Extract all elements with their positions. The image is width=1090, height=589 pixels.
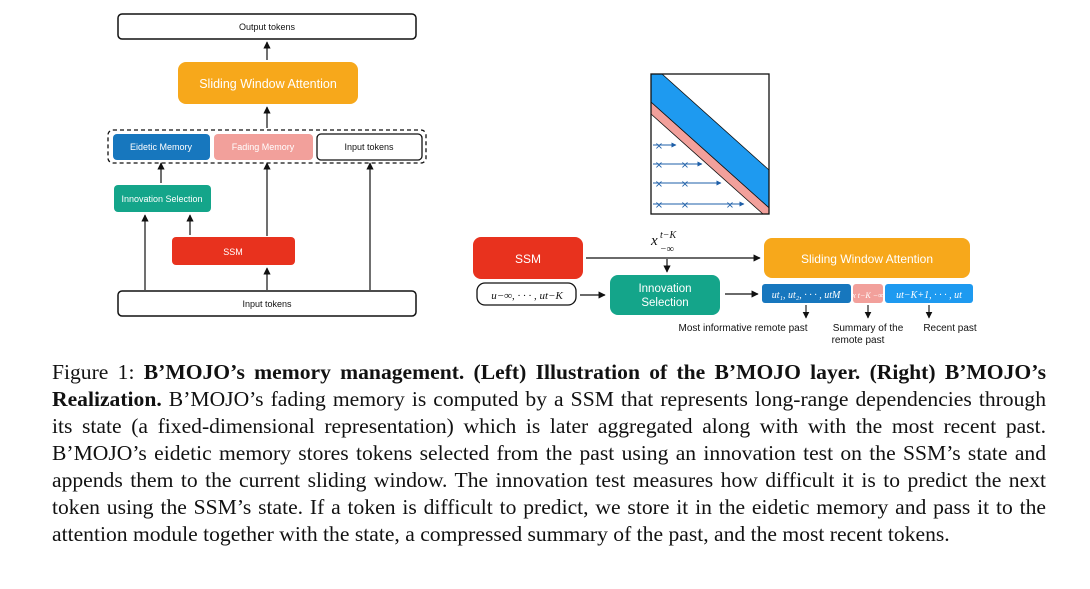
figure-caption: Figure 1: B’MOJO’s memory management. (L…: [52, 359, 1046, 548]
sliding-window-attention-box: [178, 62, 358, 104]
ssm-label-right: SSM: [515, 252, 541, 266]
summary-label: x t−K −∞: [851, 291, 884, 300]
label-remote: Most informative remote past: [679, 323, 808, 334]
eidetic-cross-marks: × × × × × × × ×: [655, 141, 734, 211]
sequence-input-label: u−∞, · · · , ut−K: [491, 290, 563, 302]
caption-bold: B’MOJO’s memory management. (Left) Illus…: [52, 360, 1046, 411]
remote-tokens-segment: [762, 284, 851, 303]
fading-memory-box: [214, 134, 313, 160]
ssm-label: SSM: [223, 247, 243, 257]
figure-diagram: Output tokens Sliding Window Attention E…: [107, 13, 977, 346]
fading-memory-label: Fading Memory: [232, 142, 295, 152]
svg-text:−∞: −∞: [660, 244, 674, 255]
ssm-box-right: [473, 237, 583, 279]
svg-text:×: ×: [655, 200, 663, 211]
eidetic-memory-label: Eidetic Memory: [130, 142, 193, 152]
caption-prefix: Figure 1:: [52, 360, 144, 384]
label-recent: Recent past: [923, 323, 977, 334]
attention-matrix: × × × × × × × ×: [650, 73, 770, 215]
ssm-box: [172, 237, 295, 265]
svg-text:×: ×: [655, 141, 663, 152]
innovation-selection-label-right-2: Selection: [641, 297, 688, 309]
svg-text:×: ×: [655, 160, 663, 171]
svg-text:×: ×: [681, 160, 689, 171]
remote-tokens-label: ut₁, ut₂, · · · , utM: [772, 290, 841, 301]
label-summary-1: Summary of the: [833, 323, 904, 334]
output-tokens-box: [117, 13, 417, 40]
output-tokens-label: Output tokens: [239, 22, 296, 32]
innovation-selection-box: [114, 185, 211, 212]
innovation-selection-label-right-1: Innovation: [638, 283, 691, 295]
sliding-window-attention-label-right: Sliding Window Attention: [801, 252, 933, 266]
sequence-input-box: [476, 282, 577, 306]
svg-text:t−K: t−K: [660, 230, 678, 241]
label-summary-2: remote past: [832, 335, 885, 346]
innovation-selection-label: Innovation Selection: [121, 194, 202, 204]
sliding-window-attention-label: Sliding Window Attention: [199, 77, 337, 91]
input-tokens-box: [117, 290, 417, 317]
summary-segment: [853, 284, 883, 303]
attention-matrix-frame: [650, 73, 770, 215]
caption-body: B’MOJO’s fading memory is computed by a …: [52, 387, 1046, 546]
input-tokens-window-label: Input tokens: [344, 142, 394, 152]
recent-tokens-label: ut−K+1, · · · , ut: [896, 290, 962, 301]
right-diagram: × × × × × × × × x t−K −∞ SSM Sliding Window …: [473, 73, 977, 346]
input-tokens-window-box: [316, 133, 423, 161]
input-tokens-label: Input tokens: [242, 299, 292, 309]
left-diagram: Output tokens Sliding Window Attention E…: [107, 13, 427, 317]
sliding-window-attention-box-right: [764, 238, 970, 278]
eidetic-rows: [653, 142, 745, 207]
svg-text:×: ×: [726, 200, 734, 211]
innovation-selection-box-right: [610, 275, 720, 315]
svg-text:×: ×: [681, 179, 689, 190]
svg-text:×: ×: [655, 179, 663, 190]
blue-band: [651, 74, 769, 214]
eidetic-memory-box: [113, 134, 210, 160]
state-label: x t−K −∞: [650, 230, 678, 255]
svg-text:x: x: [650, 233, 658, 249]
svg-text:×: ×: [681, 200, 689, 211]
recent-tokens-segment: [885, 284, 973, 303]
